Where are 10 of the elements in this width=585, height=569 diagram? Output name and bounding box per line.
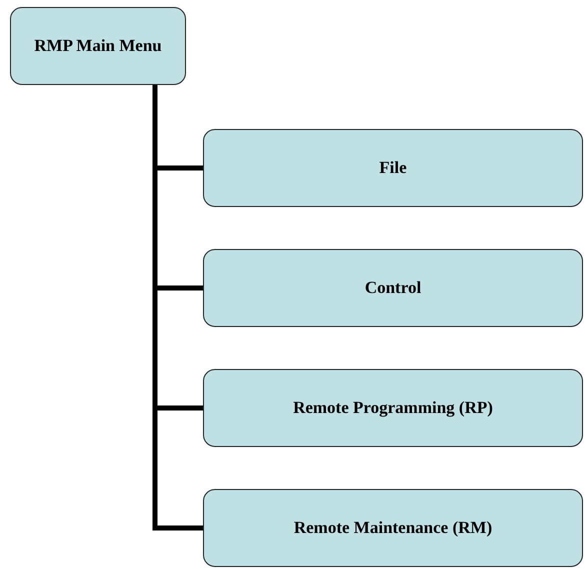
menu-box <box>203 249 583 327</box>
menu-box <box>203 489 583 567</box>
menu-label: Control <box>364 277 422 300</box>
menu-box <box>10 7 186 85</box>
menu-label: Remote Programming (RP) <box>293 397 493 420</box>
menu-box <box>203 129 583 207</box>
menu-label: File <box>379 157 407 180</box>
menu-label: RMP Main Menu <box>34 35 162 58</box>
menu-label: Remote Maintenance (RM) <box>294 517 492 540</box>
menu-box <box>203 369 583 447</box>
